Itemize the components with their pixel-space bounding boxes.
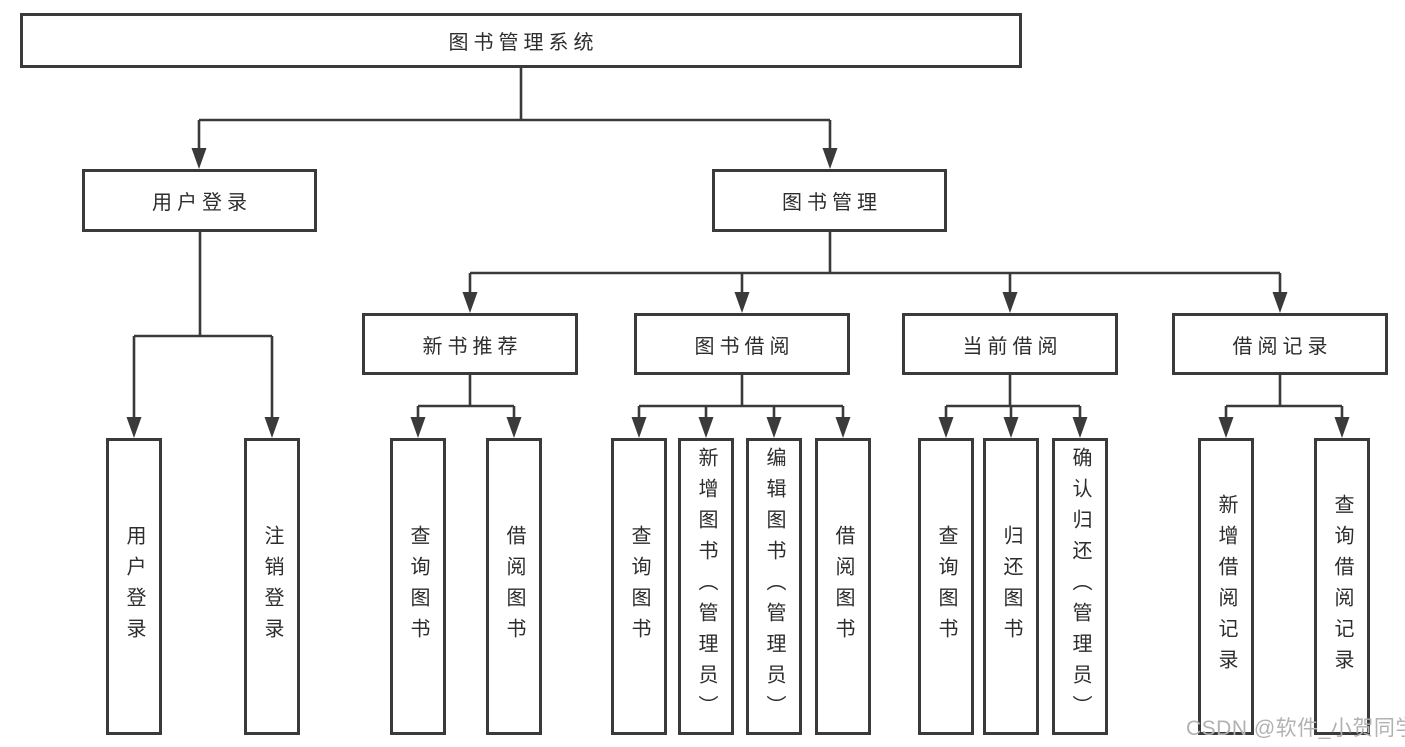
node-root-system: 图书管理系统 <box>20 13 1022 68</box>
arrowhead <box>410 417 426 438</box>
node-label: 查询借阅记录 <box>1331 493 1353 680</box>
arrowhead <box>822 148 838 169</box>
leaf-edit-books-admin: 编辑图书（管理员） <box>746 438 802 735</box>
node-new-book-recommend: 新书推荐 <box>362 313 578 375</box>
node-label: 图书管理 <box>782 192 882 214</box>
node-label: 借阅图书 <box>503 524 525 649</box>
leaf-query-books-recommend: 查询图书 <box>390 438 446 735</box>
leaf-query-borrow-record: 查询借阅记录 <box>1314 438 1370 735</box>
node-label: 借阅记录 <box>1232 335 1333 358</box>
arrowhead <box>631 417 647 438</box>
node-label: 图书借阅 <box>694 335 795 358</box>
leaf-confirm-return-admin: 确认归还（管理员） <box>1052 438 1108 735</box>
arrowhead <box>1218 417 1234 438</box>
arrowhead <box>835 417 851 438</box>
leaf-query-books: 查询图书 <box>611 438 667 735</box>
arrowhead <box>462 292 478 313</box>
leaf-return-books: 归还图书 <box>983 438 1039 735</box>
node-label: 用户登录 <box>152 192 252 214</box>
connector-records-to-leaves <box>1224 375 1344 424</box>
leaf-borrow-books-recommend: 借阅图书 <box>486 438 542 735</box>
node-label: 图书管理系统 <box>448 32 599 54</box>
connector-recommend-to-leaves <box>416 375 516 424</box>
arrowhead <box>938 417 954 438</box>
leaf-query-books-current: 查询图书 <box>918 438 974 735</box>
arrowhead <box>1072 417 1088 438</box>
arrowhead <box>734 292 750 313</box>
leaf-user-login: 用户登录 <box>106 438 162 735</box>
connector-root-to-level2 <box>197 68 832 152</box>
node-label: 当前借阅 <box>962 335 1063 358</box>
node-label: 注销登录 <box>261 524 283 649</box>
leaf-logout: 注销登录 <box>244 438 300 735</box>
arrowhead <box>506 417 522 438</box>
node-label: 新书推荐 <box>422 335 523 358</box>
arrowhead <box>1272 292 1288 313</box>
node-user-login: 用户登录 <box>82 169 317 232</box>
node-label: 查询图书 <box>407 524 429 649</box>
node-label: 编辑图书（管理员） <box>763 447 785 726</box>
arrowhead <box>126 417 142 438</box>
csdn-watermark: CSDN @软件_小贺同学 <box>1186 717 1405 740</box>
leaf-add-books-admin: 新增图书（管理员） <box>678 438 734 735</box>
node-current-borrow: 当前借阅 <box>902 313 1118 375</box>
arrowhead <box>191 148 207 169</box>
connector-current-to-leaves <box>944 375 1082 424</box>
connector-login-to-leaves <box>132 232 274 422</box>
arrowhead <box>1334 417 1350 438</box>
node-label: 查询图书 <box>628 524 650 649</box>
connector-mgmt-to-level3 <box>468 232 1282 297</box>
arrowhead <box>766 417 782 438</box>
node-borrow-records: 借阅记录 <box>1172 313 1388 375</box>
node-label: 用户登录 <box>123 524 145 649</box>
node-label: 确认归还（管理员） <box>1069 447 1091 726</box>
leaf-borrow-books: 借阅图书 <box>815 438 871 735</box>
node-label: 借阅图书 <box>832 524 854 649</box>
connector-borrow-to-leaves <box>637 375 845 424</box>
arrowhead <box>1003 417 1019 438</box>
arrowhead <box>1002 292 1018 313</box>
node-label: 新增图书（管理员） <box>695 447 717 726</box>
node-book-borrow: 图书借阅 <box>634 313 850 375</box>
node-label: 新增借阅记录 <box>1215 493 1237 680</box>
node-label: 查询图书 <box>935 524 957 649</box>
node-label: 归还图书 <box>1000 524 1022 649</box>
arrowhead <box>698 417 714 438</box>
node-book-management: 图书管理 <box>712 169 947 232</box>
arrowhead <box>264 417 280 438</box>
leaf-add-borrow-record: 新增借阅记录 <box>1198 438 1254 735</box>
